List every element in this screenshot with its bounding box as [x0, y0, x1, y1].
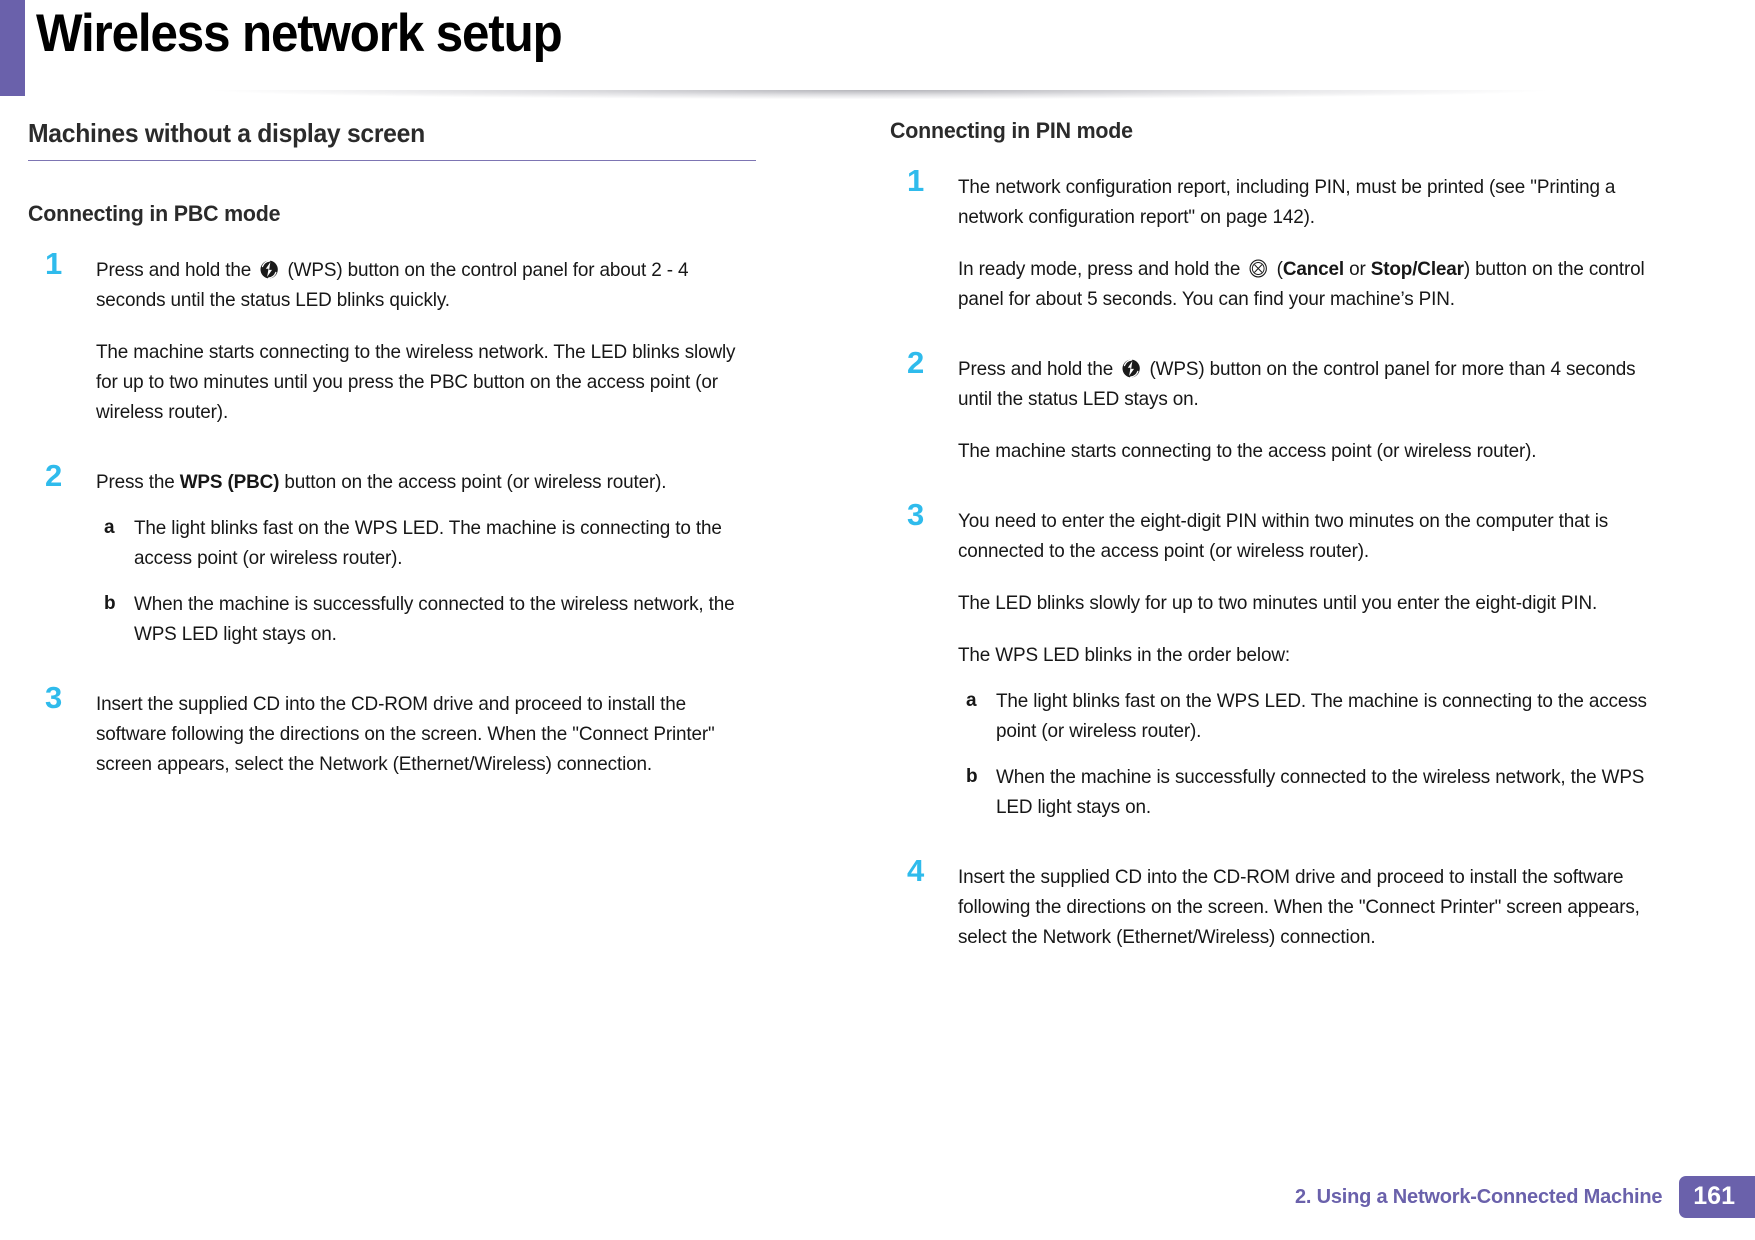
step-number: 3	[45, 680, 63, 715]
step-paragraph: The network configuration report, includ…	[958, 176, 1616, 228]
emphasis-text: WPS (PBC)	[179, 471, 280, 493]
numbered-step: 1 Press and hold the (WPS) button on the …	[28, 248, 768, 427]
lettered-substep: b When the machine is successfully connec…	[958, 762, 1680, 822]
step-paragraph: In ready mode, press and hold the (Cance…	[958, 258, 1645, 310]
right-column: Connecting in PIN mode 1 The network conf…	[890, 118, 1680, 952]
cancel-icon	[1248, 258, 1268, 279]
page-header: Wireless network setup	[0, 0, 1755, 112]
step-paragraph: The machine starts connecting to the acc…	[958, 440, 1537, 462]
header-accent-bar	[0, 0, 25, 96]
footer-chapter-label: 2. Using a Network-Connected Machine	[1294, 1185, 1663, 1208]
step-spacer	[890, 822, 1680, 862]
page-title: Wireless network setup	[36, 4, 563, 63]
step-paragraph: Insert the supplied CD into the CD-ROM d…	[96, 693, 715, 775]
right-step-list: 1 The network configuration report, inclu…	[890, 165, 1680, 952]
step-number: 1	[45, 246, 63, 281]
numbered-step: 1 The network configuration report, inclu…	[890, 165, 1680, 314]
emphasis-text: Cancel	[1282, 258, 1344, 280]
lettered-substep: a The light blinks fast on the WPS LED. T…	[96, 513, 768, 573]
step-number: 4	[907, 853, 925, 888]
step-number: 2	[45, 458, 63, 493]
numbered-step: 3 You need to enter the eight-digit PIN w…	[890, 499, 1680, 822]
lettered-substep: b When the machine is successfully connec…	[96, 589, 768, 649]
step-spacer	[890, 466, 1680, 506]
left-column: Machines without a display screen Connec…	[28, 118, 768, 779]
step-number: 2	[907, 345, 925, 380]
step-paragraph: Press and hold the (WPS) button on the c…	[96, 259, 689, 311]
numbered-step: 4 Insert the supplied CD into the CD-ROM …	[890, 855, 1680, 952]
page-footer: 2. Using a Network-Connected Machine 161	[0, 1166, 1755, 1240]
substep-paragraph: When the machine is successfully connect…	[996, 766, 1645, 818]
substep-letter: b	[966, 766, 978, 787]
header-divider-shadow	[30, 90, 1730, 112]
step-paragraph: Press the WPS (PBC) button on the access…	[96, 471, 667, 493]
step-number: 1	[907, 163, 925, 198]
step-spacer	[28, 427, 768, 467]
wps-icon	[259, 259, 279, 280]
wps-icon	[1121, 358, 1141, 379]
emphasis-text: Stop/Clear	[1370, 258, 1464, 280]
step-spacer	[890, 314, 1680, 354]
left-step-list: 1 Press and hold the (WPS) button on the …	[28, 248, 768, 779]
substep-letter: a	[104, 517, 115, 538]
lettered-substep: a The light blinks fast on the WPS LED. T…	[958, 686, 1680, 746]
step-paragraph: You need to enter the eight-digit PIN wi…	[958, 510, 1609, 562]
step-paragraph: The WPS LED blinks in the order below:	[958, 644, 1290, 666]
numbered-step: 2 Press and hold the (WPS) button on the …	[890, 347, 1680, 466]
numbered-step: 3 Insert the supplied CD into the CD-ROM …	[28, 682, 768, 779]
substep-paragraph: The light blinks fast on the WPS LED. Th…	[134, 517, 722, 569]
substep-letter: b	[104, 593, 116, 614]
substep-paragraph: When the machine is successfully connect…	[134, 593, 735, 645]
section-heading-left: Machines without a display screen	[28, 118, 425, 148]
step-number: 3	[907, 497, 925, 532]
substep-paragraph: The light blinks fast on the WPS LED. Th…	[996, 690, 1647, 742]
numbered-step: 2 Press the WPS (PBC) button on the acces…	[28, 460, 768, 649]
sub-heading-pin: Connecting in PIN mode	[890, 118, 1133, 143]
step-paragraph: The machine starts connecting to the wir…	[96, 341, 736, 423]
step-paragraph: Insert the supplied CD into the CD-ROM d…	[958, 866, 1640, 948]
footer-page-number: 161	[1679, 1176, 1755, 1218]
step-paragraph: Press and hold the (WPS) button on the c…	[958, 358, 1636, 410]
substep-letter: a	[966, 690, 977, 711]
step-paragraph: The LED blinks slowly for up to two minu…	[958, 592, 1598, 614]
section-heading-rule	[28, 160, 756, 161]
step-spacer	[28, 649, 768, 689]
sub-heading-pbc: Connecting in PBC mode	[28, 201, 281, 226]
